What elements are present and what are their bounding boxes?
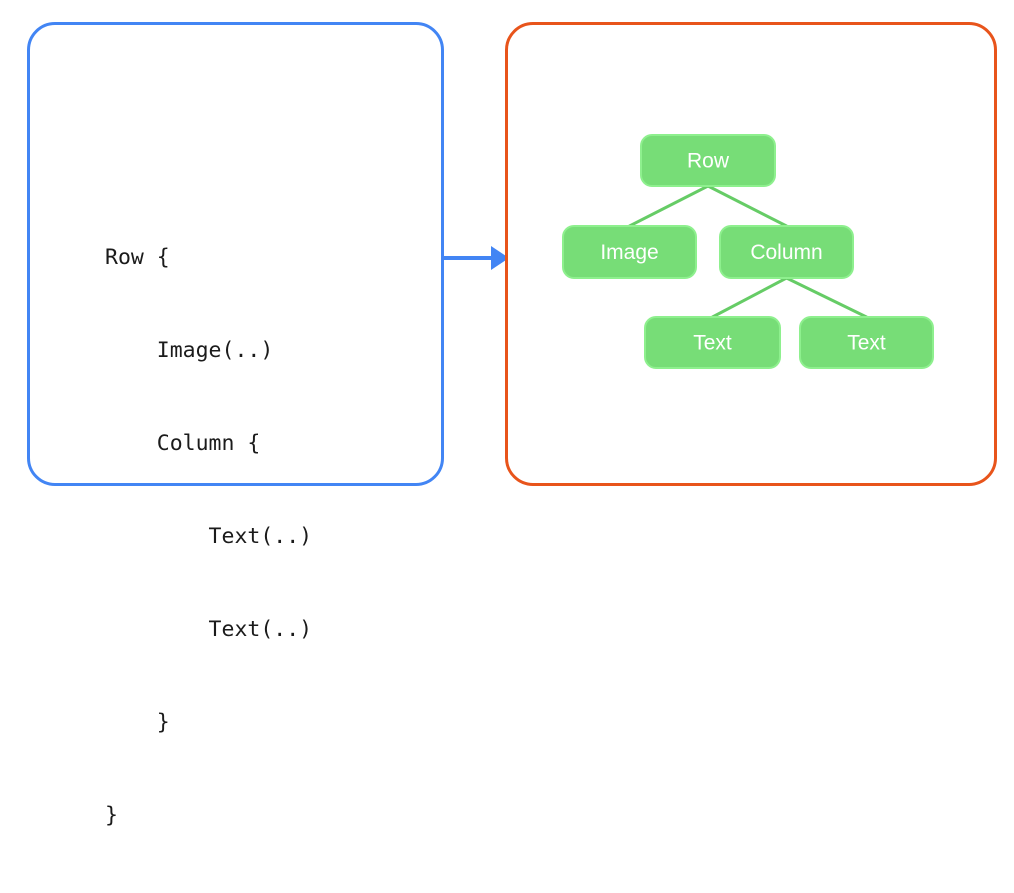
tree-edge-row-to-image (628, 184, 710, 228)
tree-node-box (640, 134, 776, 187)
code-line: Text(..) (105, 524, 313, 549)
tree-node-box (799, 316, 934, 369)
tree-edge-row-to-column (706, 184, 788, 228)
arrow-head (491, 246, 509, 270)
tree-edge-column-to-text1 (711, 276, 788, 319)
tree-node-column[interactable]: Column (719, 225, 854, 279)
code-panel: Row { Image(..) Column { Text(..) Text(.… (27, 22, 444, 828)
tree-node-box (644, 316, 781, 369)
tree-node-box (562, 225, 697, 279)
code-line: Text(..) (105, 617, 313, 642)
tree-edge-group (628, 184, 868, 319)
code-line: } (105, 710, 170, 735)
tree-node-text2[interactable]: Text (799, 316, 934, 369)
code-line: Row { (105, 245, 170, 270)
code-block: Row { Image(..) Column { Text(..) Text(.… (105, 180, 312, 893)
tree-node-box (719, 225, 854, 279)
flow-arrow-icon (443, 246, 509, 270)
tree-edge-column-to-text2 (785, 276, 868, 319)
tree-node-label: Text (847, 332, 886, 355)
code-line: Column { (105, 431, 261, 456)
tree-node-label: Column (750, 241, 822, 264)
code-line: Image(..) (105, 338, 274, 363)
tree-node-label: Image (600, 241, 658, 264)
tree-node-image[interactable]: Image (562, 225, 697, 279)
code-line: } (105, 803, 118, 828)
tree-node-label: Row (687, 150, 730, 173)
tree-node-label: Text (693, 332, 732, 355)
diagram-canvas: Row { Image(..) Column { Text(..) Text(.… (27, 22, 997, 828)
tree-node-row[interactable]: Row (640, 134, 776, 187)
tree-node-text1[interactable]: Text (644, 316, 781, 369)
